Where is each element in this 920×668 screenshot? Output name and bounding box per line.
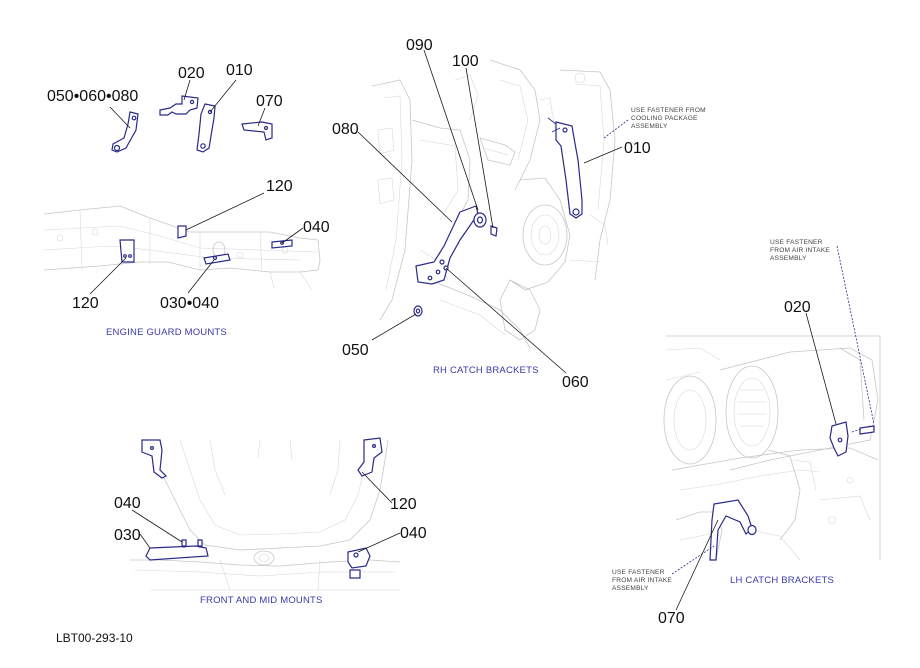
- fm-mount-040-right: [347, 547, 371, 579]
- callout-rh-080: 080: [332, 121, 359, 138]
- rh-bracket-090-bushing: [473, 212, 487, 228]
- note-lh-air-bottom: USE FASTENER FROM AIR INTAKE ASSEMBLY: [612, 569, 672, 592]
- bracket-020: [159, 95, 199, 116]
- note-lh-air-top: USE FASTENER FROM AIR INTAKE ASSEMBLY: [770, 239, 830, 262]
- callout-lh-020: 020: [784, 299, 811, 316]
- callout-eg-030-040: 030•040: [160, 295, 219, 312]
- section-label-lh-catch: LH CATCH BRACKETS: [730, 575, 834, 586]
- note-rh-cooling-line-2: COOLING PACKAGE: [631, 115, 698, 122]
- callout-fm-030: 030: [114, 527, 141, 544]
- bracket-070: [241, 121, 273, 141]
- mount-040-right: [271, 239, 293, 249]
- section-label-engine-guard: ENGINE GUARD MOUNTS: [106, 327, 227, 338]
- note-rh-cooling-line-3: ASSEMBLY: [631, 123, 668, 130]
- callout-rh-090: 090: [406, 37, 433, 54]
- rh-fastener-100: [490, 225, 498, 237]
- engine-guard-group: 050•060•080 020 010 070 120 040 120 030•…: [43, 62, 330, 338]
- callout-fm-040-right: 040: [400, 525, 427, 542]
- note-lh-air-top-line-3: ASSEMBLY: [770, 255, 807, 262]
- fm-bracket-upper-right: [357, 437, 383, 477]
- callout-eg-010: 010: [226, 62, 253, 79]
- rh-catch-group: 090 100 080 010 050 060 USE FASTENER FRO…: [332, 37, 706, 391]
- bracket-050-060-080: [111, 111, 139, 153]
- mount-120-left: [119, 239, 135, 263]
- lh-background-assembly: [663, 335, 881, 561]
- rh-bracket-010: [547, 117, 583, 219]
- callout-lh-070: 070: [658, 610, 685, 627]
- rh-background-assembly: [371, 59, 616, 349]
- callout-eg-120-top: 120: [266, 178, 293, 195]
- note-lh-air-top-line-1: USE FASTENER: [770, 239, 823, 246]
- bracket-010: [196, 103, 216, 153]
- lh-bracket-020: [829, 421, 875, 457]
- rh-nut-050: [413, 305, 423, 317]
- callout-fm-040-left: 040: [114, 495, 141, 512]
- callout-rh-100: 100: [452, 53, 479, 70]
- lh-catch-group: 020 070 USE FASTENER FROM AIR INTAKE ASS…: [612, 239, 881, 627]
- section-label-front-mid: FRONT AND MID MOUNTS: [200, 595, 323, 606]
- drawing-code: LBT00-293-10: [56, 631, 133, 645]
- mount-030-040: [203, 253, 231, 265]
- note-lh-air-bottom-line-3: ASSEMBLY: [612, 585, 649, 592]
- callout-eg-050-060-080: 050•060•080: [47, 88, 138, 105]
- front-mid-frame: [130, 439, 401, 591]
- callout-rh-010: 010: [624, 140, 651, 157]
- note-rh-cooling: USE FASTENER FROM COOLING PACKAGE ASSEMB…: [631, 107, 706, 130]
- callout-eg-020: 020: [178, 65, 205, 82]
- callout-rh-060: 060: [562, 374, 589, 391]
- lh-bracket-070: [709, 499, 757, 561]
- engine-guard-frame: [43, 205, 321, 291]
- note-lh-air-top-line-2: FROM AIR INTAKE: [770, 247, 830, 254]
- callout-rh-050: 050: [342, 342, 369, 359]
- note-rh-cooling-line-1: USE FASTENER FROM: [631, 107, 706, 114]
- note-lh-air-bottom-line-2: FROM AIR INTAKE: [612, 577, 672, 584]
- front-mid-group: 040 030 120 040 FRONT AND MID MOUNTS: [114, 437, 427, 606]
- callout-eg-120-bottom: 120: [72, 295, 99, 312]
- note-lh-air-bottom-line-1: USE FASTENER: [612, 569, 665, 576]
- rh-bracket-080: [415, 205, 479, 285]
- mount-120-top: [177, 225, 187, 239]
- callout-eg-070: 070: [256, 93, 283, 110]
- fm-bracket-upper-left: [141, 439, 168, 479]
- section-label-rh-catch: RH CATCH BRACKETS: [433, 365, 539, 376]
- fm-mount-030: [145, 539, 209, 561]
- callout-eg-040: 040: [303, 219, 330, 236]
- callout-fm-120: 120: [390, 496, 417, 513]
